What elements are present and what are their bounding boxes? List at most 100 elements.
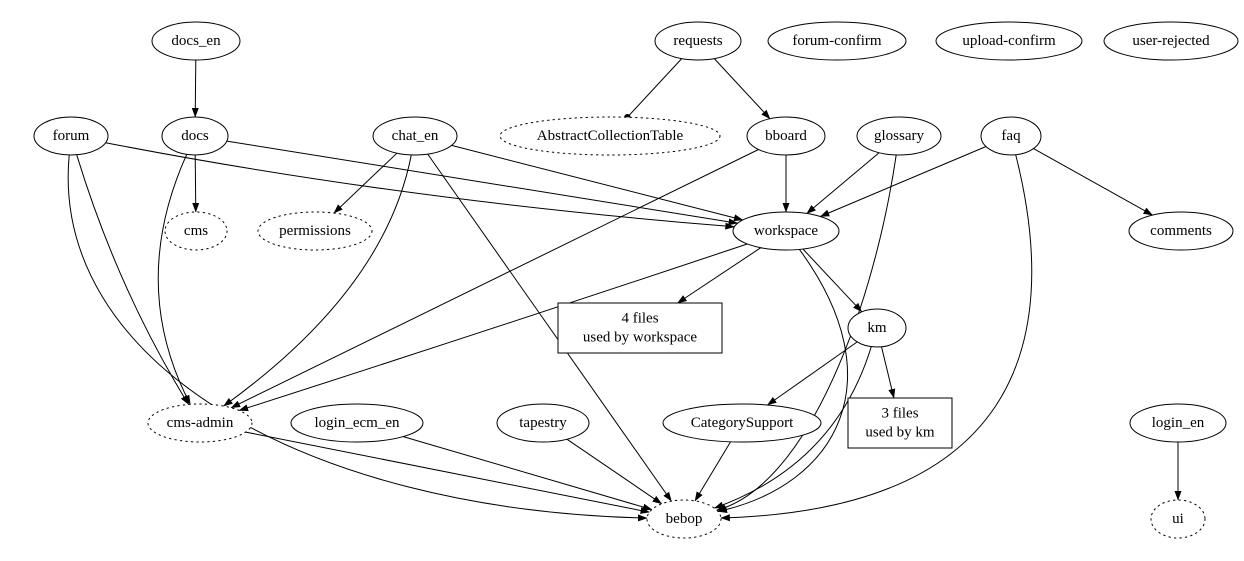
edge-km-CategorySupport [767, 341, 858, 406]
node-chat_en-label: chat_en [392, 128, 439, 144]
node-forum-confirm-shape [767, 21, 907, 61]
node-cms-admin-shape [147, 403, 253, 443]
node-forum: forum [33, 116, 109, 156]
node-cms-admin-label: cms-admin [167, 415, 234, 431]
node-docs-shape [161, 116, 229, 156]
node-tapestry-shape [496, 403, 590, 443]
node-cms-label: cms [184, 223, 208, 239]
node-AbstractCollectionTable-label: AbstractCollectionTable [537, 128, 684, 144]
node-docs-label: docs [181, 128, 209, 144]
edge-bboard-cms-admin [230, 149, 759, 409]
node-permissions-shape [257, 211, 373, 251]
node-forum-confirm-label: forum-confirm [792, 33, 881, 49]
node-bebop-label: bebop [666, 511, 703, 527]
edge-login_ecm_en-bebop [403, 436, 653, 511]
node-cms-admin: cms-admin [147, 403, 253, 443]
node-login_en-shape [1129, 403, 1227, 443]
edge-workspace-cms-admin [238, 243, 748, 412]
node-km: km [847, 308, 907, 348]
node-CategorySupport: CategorySupport [662, 403, 822, 443]
node-forum-label: forum [53, 128, 90, 144]
node-cms: cms [164, 211, 228, 251]
edge-requests-bboard [713, 58, 771, 120]
edge-faq-workspace [819, 146, 987, 217]
node-login_en: login_en [1129, 403, 1227, 443]
edge-docs-cms [192, 154, 200, 213]
node-cms-shape [164, 211, 228, 251]
node-glossary-shape [856, 116, 942, 156]
node-CategorySupport-shape [662, 403, 822, 443]
node-km-label: km [867, 320, 887, 336]
node-requests-shape [654, 21, 742, 61]
node-files_km-shape [847, 397, 953, 449]
edge-km-bebop [713, 346, 872, 509]
node-user-rejected-label: user-rejected [1132, 33, 1210, 49]
node-upload-confirm-label: upload-confirm [962, 33, 1056, 49]
node-workspace-label: workspace [754, 223, 818, 239]
node-login_ecm_en: login_ecm_en [290, 403, 424, 443]
node-files_workspace-shape [557, 302, 723, 354]
node-login_ecm_en-shape [290, 403, 424, 443]
node-comments-label: comments [1150, 223, 1212, 239]
node-files_km-label: used by km [865, 425, 934, 441]
node-ui: ui [1150, 499, 1206, 539]
edge-workspace-files_workspace [677, 247, 762, 304]
node-files_km-label: 3 files [881, 406, 918, 422]
node-CategorySupport-label: CategorySupport [691, 415, 794, 431]
node-km-shape [847, 308, 907, 348]
node-docs: docs [161, 116, 229, 156]
node-faq: faq [980, 116, 1042, 156]
node-AbstractCollectionTable-shape [499, 116, 721, 156]
node-files_workspace: 4 files used by workspace [557, 302, 723, 354]
node-glossary: glossary [856, 116, 942, 156]
node-docs_en: docs_en [151, 21, 241, 61]
nodes-layer: docs_en requests forum-confirm upload-confi… [33, 21, 1239, 539]
node-permissions-label: permissions [279, 223, 351, 239]
node-permissions: permissions [257, 211, 373, 251]
edge-docs_en-docs [191, 59, 199, 118]
node-bboard: bboard [746, 116, 826, 156]
node-tapestry: tapestry [496, 403, 590, 443]
node-docs_en-label: docs_en [171, 33, 221, 49]
node-forum-confirm: forum-confirm [767, 21, 907, 61]
node-upload-confirm-shape [935, 21, 1083, 61]
node-comments-shape [1128, 211, 1234, 251]
node-workspace-shape [732, 211, 840, 251]
node-glossary-label: glossary [874, 128, 924, 144]
node-ui-label: ui [1172, 511, 1184, 527]
edge-CategorySupport-bebop [694, 441, 732, 502]
edge-forum-workspace [105, 142, 735, 230]
node-requests: requests [654, 21, 742, 61]
node-workspace: workspace [732, 211, 840, 251]
node-chat_en: chat_en [372, 116, 458, 156]
node-comments: comments [1128, 211, 1234, 251]
edge-docs-cms-admin [157, 154, 191, 405]
node-upload-confirm: upload-confirm [935, 21, 1083, 61]
node-faq-label: faq [1001, 128, 1021, 144]
edge-faq-comments [1033, 148, 1153, 216]
edge-workspace-km [802, 248, 863, 313]
node-user-rejected: user-rejected [1103, 21, 1239, 61]
node-files_workspace-label: used by workspace [583, 330, 697, 346]
edge-faq-bebop [720, 154, 1033, 522]
node-bboard-shape [746, 116, 826, 156]
node-login_en-label: login_en [1152, 415, 1205, 431]
edge-km-files_km [881, 346, 896, 399]
node-ui-shape [1150, 499, 1206, 539]
edge-docs-workspace [226, 140, 739, 226]
node-bebop-shape [646, 499, 722, 539]
node-docs_en-shape [151, 21, 241, 61]
node-forum-shape [33, 116, 109, 156]
node-chat_en-shape [372, 116, 458, 156]
edge-workspace-bebop [717, 249, 848, 513]
edge-chat_en-bebop [427, 153, 672, 502]
node-user-rejected-shape [1103, 21, 1239, 61]
node-AbstractCollectionTable: AbstractCollectionTable [499, 116, 721, 156]
edge-glossary-workspace [806, 152, 880, 214]
edge-tapestry-bebop [566, 438, 663, 505]
edge-requests-AbstractCollectionTable [624, 58, 683, 121]
edge-chat_en-workspace [451, 144, 744, 222]
node-files_workspace-label: 4 files [621, 311, 658, 327]
